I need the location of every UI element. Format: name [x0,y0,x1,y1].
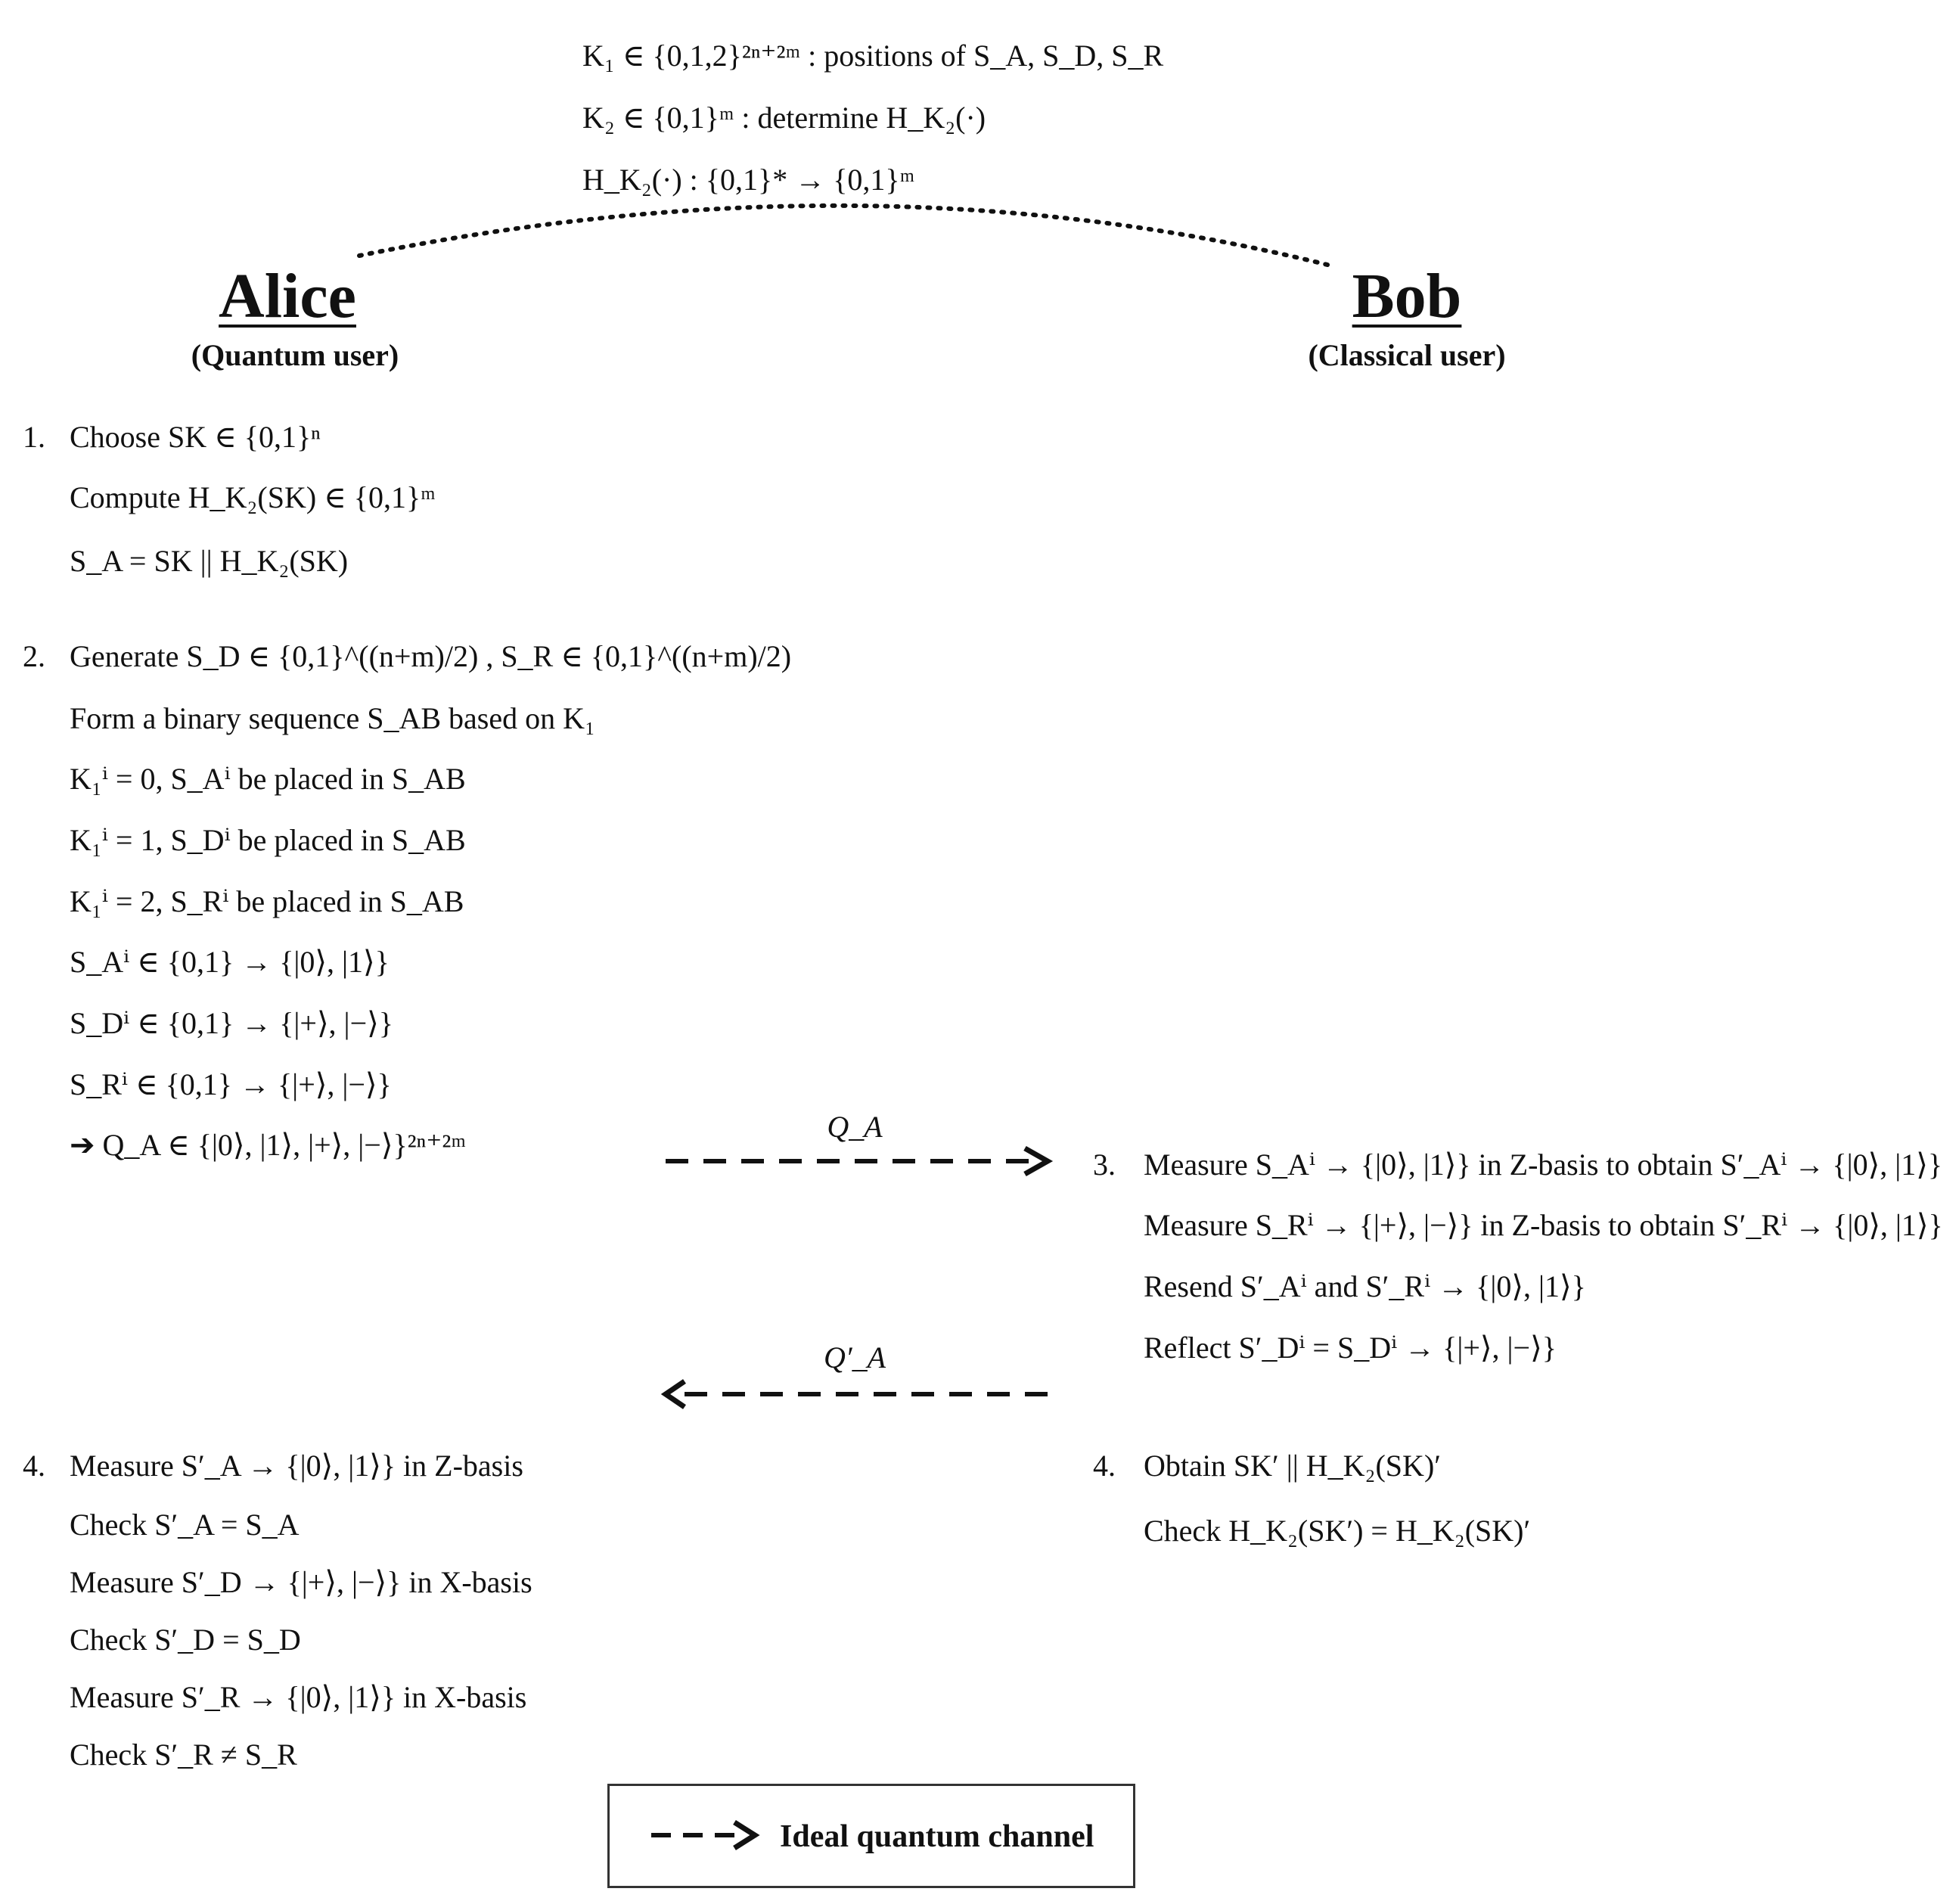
alice-step4-line: Measure S′_D → {|+⟩, |−⟩} in X-basis [70,1565,532,1599]
alice-step4-line: Measure S′_R → {|0⟩, |1⟩} in X-basis [70,1680,527,1714]
alice-step4-line: Check S′_D = S_D [70,1623,301,1657]
bob-role: (Classical user) [1308,338,1506,372]
alice-step2-line: S_Rⁱ ∈ {0,1} → {|+⟩, |−⟩} [70,1067,392,1101]
alice-step2-line: S_Dⁱ ∈ {0,1} → {|+⟩, |−⟩} [70,1006,393,1040]
bob-step3-line: Measure S_Aⁱ → {|0⟩, |1⟩} in Z-basis to … [1144,1148,1943,1182]
alice-step2-number: 2. [23,639,45,673]
forward-channel-arrow [666,1145,1054,1177]
dashed-arrow-icon [651,1820,760,1850]
alice-step1-line: S_A = SK || H_K₂(SK) [70,544,349,578]
alice-step2-line: S_Aⁱ ∈ {0,1} → {|0⟩, |1⟩} [70,945,390,979]
alice-step1-line: Compute H_K₂(SK) ∈ {0,1}ᵐ [70,480,436,514]
legend: Ideal quantum channel [607,1784,1135,1888]
bob-step4-line: Check H_K₂(SK′) = H_K₂(SK)′ [1144,1514,1531,1548]
alice-title: Alice [219,261,356,331]
alice-step2-line: Generate S_D ∈ {0,1}^((n+m)/2) , S_R ∈ {… [70,639,792,673]
alice-step2-line: K₁ⁱ = 0, S_Aⁱ be placed in S_AB [70,762,466,796]
alice-step1-number: 1. [23,420,45,454]
alice-step4-line: Measure S′_A → {|0⟩, |1⟩} in Z-basis [70,1449,523,1483]
alice-step2-line: ➔ Q_A ∈ {|0⟩, |1⟩, |+⟩, |−⟩}²ⁿ⁺²ᵐ [70,1128,466,1162]
alice-step1-line: Choose SK ∈ {0,1}ⁿ [70,420,321,454]
shared-key-arc [357,203,1330,267]
alice-step2-line: K₁ⁱ = 2, S_Rⁱ be placed in S_AB [70,884,464,918]
header-line-hash: H_K₂(·) : {0,1}* → {0,1}ᵐ [582,163,915,197]
bob-step3-line: Resend S′_Aⁱ and S′_Rⁱ → {|0⟩, |1⟩} [1144,1269,1586,1303]
bob-step4-number: 4. [1093,1449,1116,1483]
bob-title: Bob [1352,261,1462,331]
alice-step4-line: Check S′_A = S_A [70,1508,300,1542]
legend-label: Ideal quantum channel [780,1819,1094,1854]
header-line-k2: K₂ ∈ {0,1}ᵐ : determine H_K₂(·) [582,101,986,135]
bob-step3-number: 3. [1093,1148,1116,1182]
backward-channel-label: Q′_A [823,1340,886,1374]
alice-step4-line: Check S′_R ≠ S_R [70,1738,297,1772]
alice-step2-line: Form a binary sequence S_AB based on K₁ [70,701,595,735]
bob-step3-line: Reflect S′_Dⁱ = S_Dⁱ → {|+⟩, |−⟩} [1144,1331,1557,1365]
backward-channel-arrow [660,1379,1048,1409]
alice-step2-line: K₁ⁱ = 1, S_Dⁱ be placed in S_AB [70,823,466,857]
bob-step4-line: Obtain SK′ || H_K₂(SK)′ [1144,1449,1442,1483]
header-line-k1: K₁ ∈ {0,1,2}²ⁿ⁺²ᵐ : positions of S_A, S_… [582,39,1164,73]
forward-channel-label: Q_A [827,1110,883,1144]
alice-role: (Quantum user) [191,338,399,372]
alice-step4-number: 4. [23,1449,45,1483]
bob-step3-line: Measure S_Rⁱ → {|+⟩, |−⟩} in Z-basis to … [1144,1208,1943,1242]
